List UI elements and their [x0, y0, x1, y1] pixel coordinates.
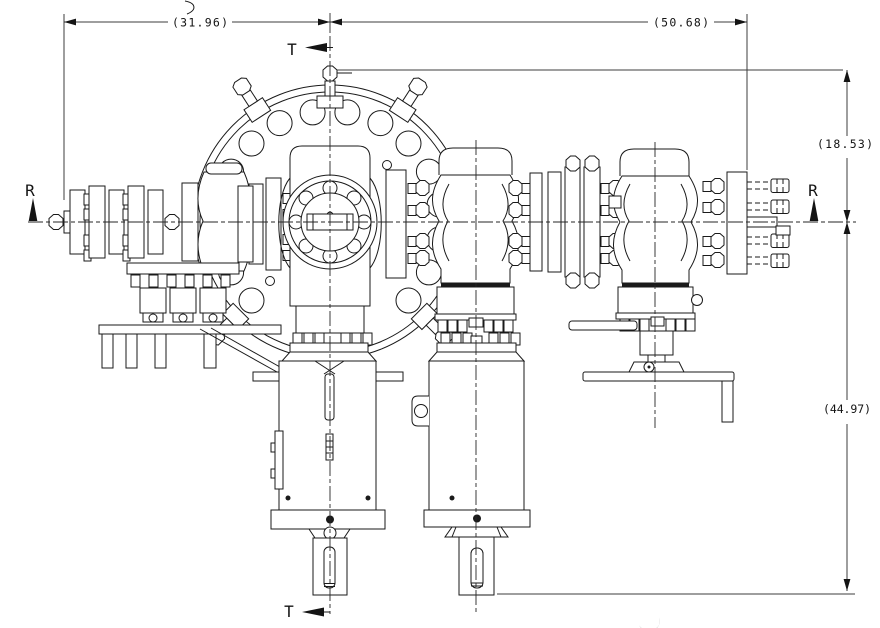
right-valve-cap [619, 148, 690, 176]
view-marker-r-left: R [25, 181, 35, 200]
section-marker-t-bottom: T [284, 602, 294, 621]
section-arrow-bottom [302, 607, 324, 617]
leader-curve-top-left [184, 0, 195, 15]
crescent-mark-bottom [639, 617, 660, 628]
dimension-label-top-left: (31.96) [172, 16, 228, 30]
arrowhead [318, 18, 330, 26]
arrowhead [843, 210, 851, 222]
middle-valve-cap [438, 147, 513, 175]
right-end-flange [726, 171, 748, 275]
view-arrow-left [28, 198, 38, 221]
left-flange-stack [48, 162, 305, 272]
middle-valve [432, 147, 543, 333]
view-arrow-right [809, 198, 819, 221]
section-markers: T T R R [25, 40, 819, 621]
arrowhead [843, 579, 851, 591]
arrowhead [64, 18, 76, 26]
view-marker-r-right: R [808, 181, 818, 200]
dimension-layer: (31.96) (50.68) (18.53) (44.97) [63, 13, 873, 595]
arrowhead [735, 18, 747, 26]
right-support-base [568, 320, 735, 423]
arrowhead [330, 18, 342, 26]
right-valve [608, 148, 791, 332]
section-arrow-top [305, 43, 327, 52]
dimension-label-right-upper: (18.53) [817, 137, 873, 151]
dimension-label-right-lower: (44.97) [823, 402, 871, 416]
left-actuator [252, 332, 404, 596]
arrowhead [843, 222, 851, 234]
dimension-label-top-right: (50.68) [653, 16, 709, 30]
section-marker-t-top: T [287, 40, 297, 59]
centerlines [28, 36, 856, 614]
left-support-base [98, 262, 288, 373]
right-actuator [411, 332, 531, 596]
arrowhead [843, 70, 851, 82]
stray-marks [184, 0, 660, 628]
